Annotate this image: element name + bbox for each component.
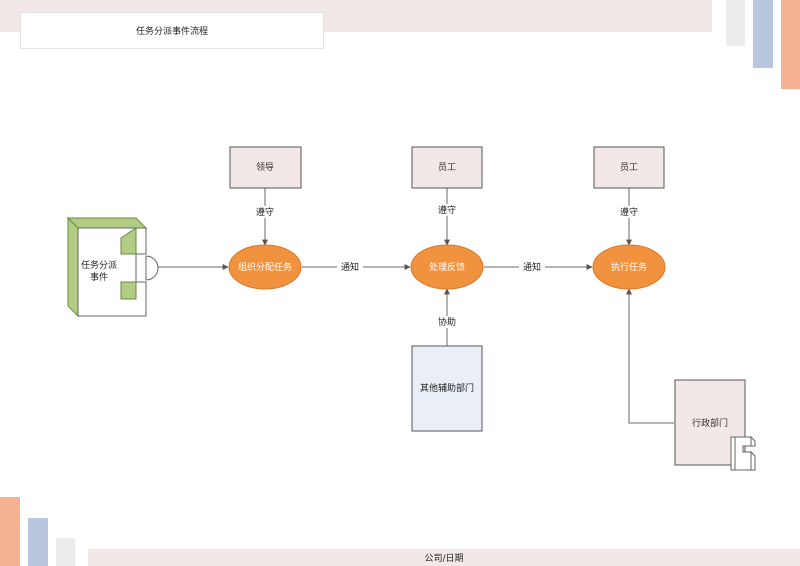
deco-bar-pink-bottom — [0, 497, 20, 566]
node-staff-2[interactable]: 员工 — [593, 146, 665, 189]
page-title[interactable]: 任务分派事件流程 — [20, 12, 324, 49]
deco-bar-blue-top — [753, 0, 773, 68]
node-process-feedback[interactable]: 处理反馈 — [410, 244, 484, 290]
label-obey-2[interactable]: 遵守 — [438, 204, 456, 216]
label-notify-2[interactable]: 通知 — [523, 261, 541, 273]
deco-bar-gray-top — [726, 0, 745, 46]
node-execute-task[interactable]: 执行任务 — [592, 244, 666, 290]
node-staff-1[interactable]: 员工 — [411, 146, 483, 189]
edge-labels: 遵守 遵守 遵守 通知 通知 协助 — [253, 204, 641, 328]
module-icon — [730, 435, 756, 471]
footer-company-date[interactable]: 公司/日期 — [88, 549, 800, 566]
node-support-department-label: 其他辅助部门 — [420, 382, 474, 394]
node-process-feedback-label: 处理反馈 — [429, 261, 465, 273]
node-admin-department-label: 行政部门 — [692, 417, 728, 429]
node-staff-1-label: 员工 — [438, 162, 456, 173]
node-organize-task-label: 组织分配任务 — [238, 261, 292, 273]
label-obey-1[interactable]: 遵守 — [256, 206, 274, 218]
node-execute-task-label: 执行任务 — [611, 261, 647, 273]
node-support-department[interactable]: 其他辅助部门 — [411, 345, 483, 432]
node-organize-task[interactable]: 组织分配任务 — [228, 244, 302, 290]
node-admin-department[interactable]: 行政部门 — [674, 379, 756, 471]
node-task-event[interactable]: 任务分派 事件 — [66, 216, 159, 318]
node-staff-2-label: 员工 — [620, 162, 638, 173]
edge-admin-to-execute — [626, 288, 674, 424]
deco-bar-pink-top — [781, 0, 800, 89]
deco-bar-blue-bottom — [28, 518, 48, 566]
label-obey-3[interactable]: 遵守 — [620, 206, 638, 218]
label-notify-1[interactable]: 通知 — [341, 261, 359, 273]
node-task-event-label-line2: 事件 — [90, 271, 108, 283]
node-task-event-label-line1: 任务分派 — [81, 259, 117, 271]
node-leader-label: 领导 — [256, 161, 274, 173]
node-leader[interactable]: 领导 — [229, 146, 302, 189]
label-assist[interactable]: 协助 — [438, 316, 456, 328]
deco-bar-gray-bottom — [56, 538, 75, 566]
connectors — [146, 188, 674, 424]
